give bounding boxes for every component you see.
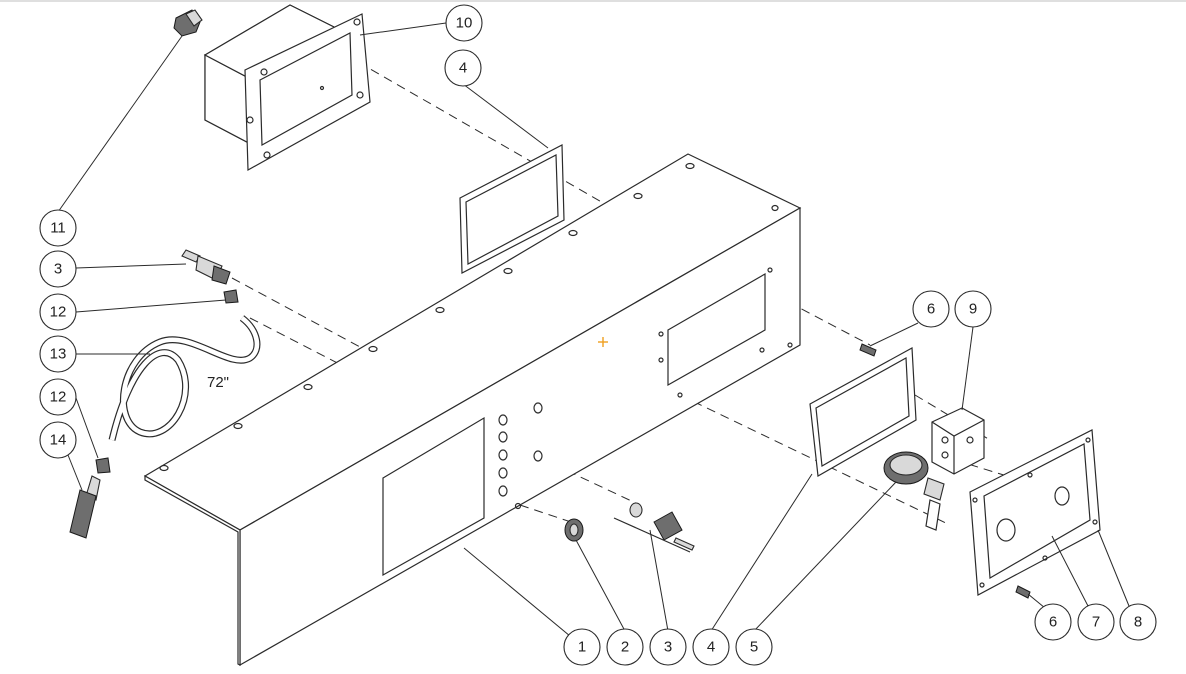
callout-8: 8 (1119, 603, 1157, 641)
callout-4-upper: 4 (444, 49, 482, 87)
callout-1: 1 (563, 628, 601, 666)
svg-text:3: 3 (664, 639, 672, 656)
svg-text:1: 1 (578, 639, 586, 656)
callout-11: 11 (39, 209, 77, 247)
cable-length-label: 72" (207, 374, 229, 391)
plus-crosshair-icon (598, 337, 608, 347)
callout-14: 14 (39, 421, 77, 459)
svg-text:12: 12 (50, 389, 67, 406)
mounting-plate (969, 429, 1101, 596)
svg-text:13: 13 (50, 346, 67, 363)
key-switch (883, 451, 945, 531)
svg-text:3: 3 (54, 261, 62, 278)
svg-text:4: 4 (459, 60, 467, 77)
callout-9: 9 (954, 290, 992, 328)
svg-text:11: 11 (50, 220, 66, 237)
connector-cap (173, 9, 203, 37)
callout-6-upper: 6 (912, 290, 950, 328)
console-panel (143, 153, 802, 667)
svg-text:9: 9 (969, 301, 977, 318)
callout-13: 13 (39, 335, 77, 373)
fitting-assembly (69, 249, 261, 539)
svg-text:2: 2 (621, 639, 629, 656)
svg-text:6: 6 (1049, 614, 1057, 631)
svg-text:5: 5 (750, 639, 758, 656)
svg-text:10: 10 (456, 15, 473, 32)
callout-12-lower: 12 (39, 378, 77, 416)
switch-block (931, 407, 985, 475)
box-housing (203, 4, 371, 172)
leader-lines (57, 22, 1130, 647)
screw-lower (1015, 585, 1031, 599)
svg-text:12: 12 (50, 304, 67, 321)
svg-text:7: 7 (1092, 614, 1100, 631)
callout-bubbles: 10 4 11 3 12 13 12 14 (39, 4, 1157, 666)
callout-4-bottom: 4 (692, 628, 730, 666)
callout-2: 2 (606, 628, 644, 666)
svg-text:4: 4 (707, 639, 715, 656)
callout-5: 5 (735, 628, 773, 666)
gasket-upper (459, 144, 565, 274)
callout-3-left: 3 (39, 250, 77, 288)
callout-12-upper: 12 (39, 293, 77, 331)
svg-text:6: 6 (927, 301, 935, 318)
callout-3-bottom: 3 (649, 628, 687, 666)
svg-text:8: 8 (1134, 614, 1142, 631)
svg-text:14: 14 (50, 432, 67, 449)
callout-6-lower: 6 (1034, 603, 1072, 641)
grommet (564, 518, 584, 542)
callout-10: 10 (445, 4, 483, 42)
knob-fitting (613, 502, 695, 553)
screw-upper (859, 343, 877, 357)
callout-7: 7 (1077, 603, 1115, 641)
gasket-lower (809, 347, 917, 477)
